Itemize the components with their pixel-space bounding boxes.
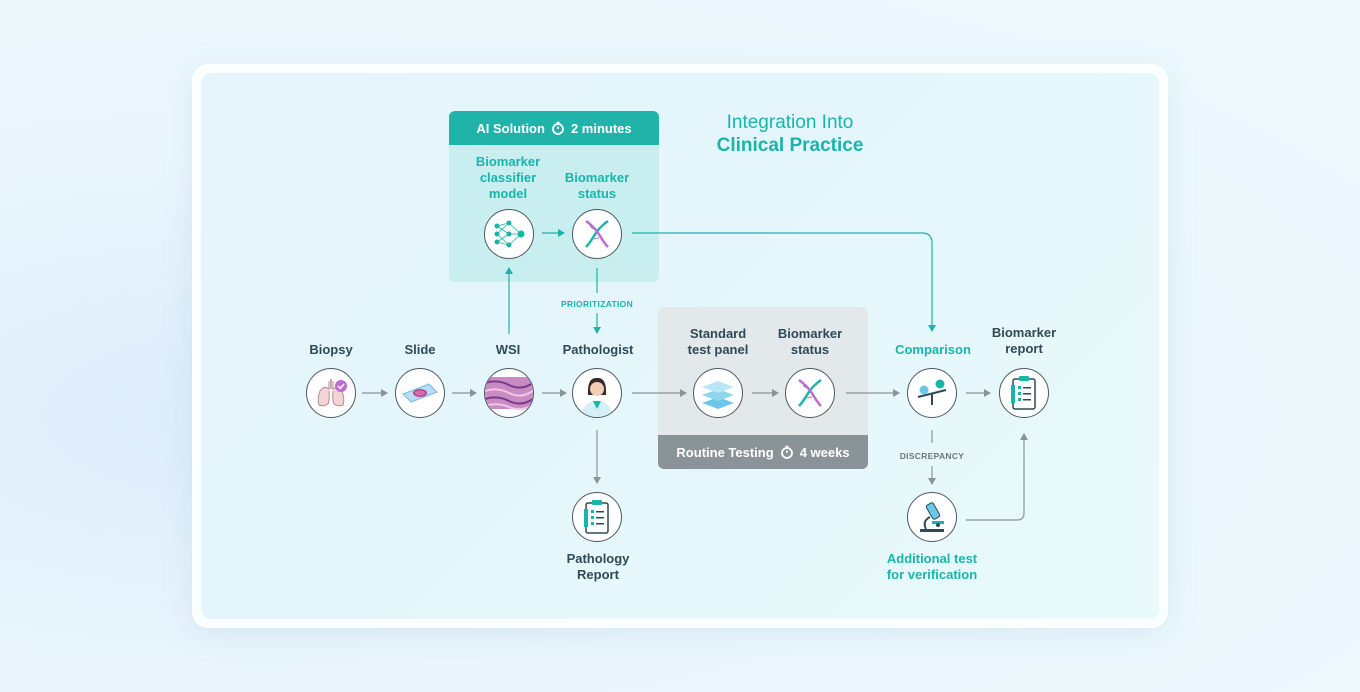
standard-panel-node (693, 368, 743, 418)
ai-biomarker-status-node (572, 209, 622, 259)
discrepancy-label: DISCREPANCY (899, 451, 965, 461)
prioritization-label: PRIORITIZATION (560, 299, 634, 309)
ai-solution-header: AI Solution 2 minutes (449, 111, 659, 145)
stopwatch-icon (780, 445, 793, 459)
routine-testing-time: 4 weeks (799, 444, 850, 460)
slide-node (395, 368, 445, 418)
ai-solution-time: 2 minutes (570, 120, 632, 136)
biomarker-report-node (999, 368, 1049, 418)
pathologist-icon (581, 377, 613, 417)
dna-icon (798, 378, 822, 407)
routine-biomarker-status-node (785, 368, 835, 418)
routine-testing-header: Routine Testing 4 weeks (658, 435, 868, 469)
slide-icon (402, 383, 438, 403)
wsi-node (484, 368, 534, 418)
layers-icon (702, 381, 734, 409)
routine-biomarker-status-label: Biomarker status (777, 326, 843, 357)
lungs-icon (317, 379, 347, 407)
biopsy-label: Biopsy (309, 342, 353, 357)
pathology-report-label: Pathology Report (566, 551, 630, 582)
slide-label: Slide (404, 342, 436, 357)
additional-test-label: Additional test for verification (886, 551, 978, 582)
biopsy-node (306, 368, 356, 418)
pathologist-label: Pathologist (562, 342, 634, 357)
arrow-test-report (966, 433, 1028, 521)
wsi-label: WSI (495, 342, 521, 357)
diagram-title-line1: Integration Into (726, 112, 854, 133)
scale-icon (917, 379, 947, 405)
comparison-label: Comparison (895, 342, 971, 357)
classifier-node (484, 209, 534, 259)
microscope-icon (920, 502, 944, 532)
biomarker-report-label: Biomarker report (991, 325, 1057, 356)
diagram-title-line2: Clinical Practice (716, 135, 864, 156)
tissue-icon (485, 377, 533, 411)
report-icon (584, 500, 609, 534)
ai-solution-box: AI Solution 2 minutes (449, 111, 659, 282)
report-icon (1011, 376, 1036, 410)
ai-biomarker-status-label: Biomarker status (564, 170, 630, 201)
neural-network-icon (494, 220, 525, 248)
classifier-model-label: Biomarker classifier model (475, 154, 541, 201)
comparison-node (907, 368, 957, 418)
pathologist-node (572, 368, 622, 418)
routine-testing-label: Routine Testing (676, 444, 774, 460)
ai-solution-label: AI Solution (476, 120, 545, 136)
stopwatch-icon (552, 121, 564, 135)
standard-panel-label: Standard test panel (687, 326, 749, 357)
pathology-report-node (572, 492, 622, 542)
additional-test-node (907, 492, 957, 542)
dna-icon (585, 219, 609, 248)
arrow-ai-status-comparison (632, 232, 936, 332)
